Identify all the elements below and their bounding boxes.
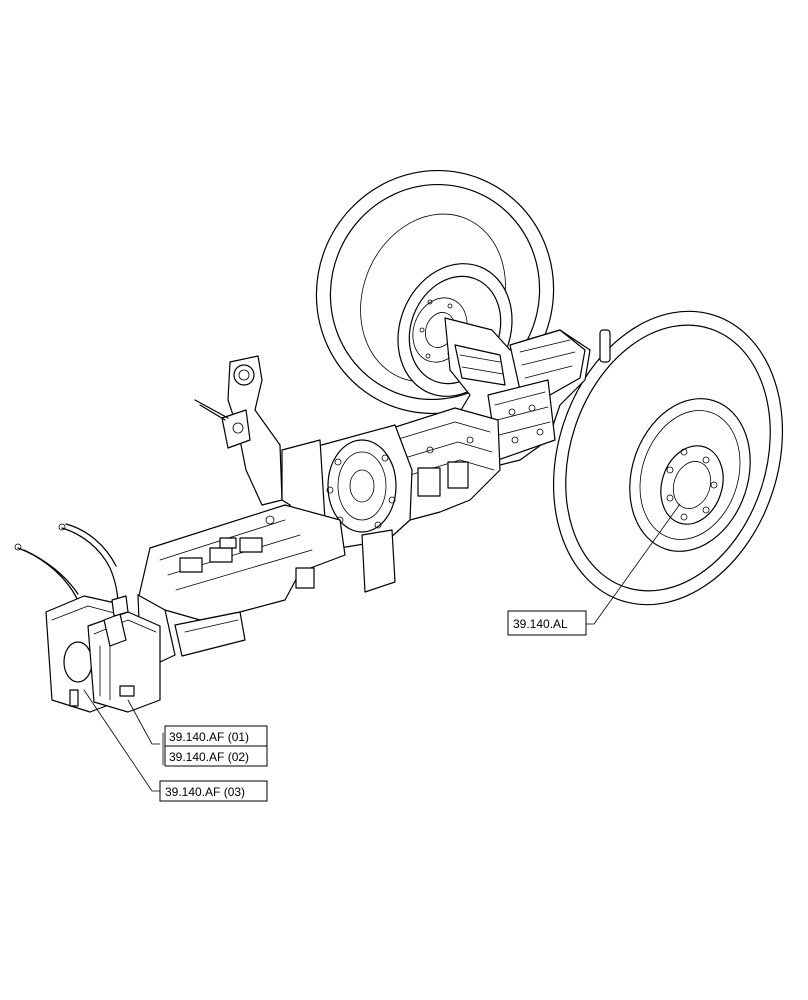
callout-ballast-2[interactable]: 39.140.AF (02) xyxy=(164,745,268,767)
callout-rear-wheel-text: 39.140.AL xyxy=(513,617,568,631)
leader-lines xyxy=(83,503,681,792)
bell-housing xyxy=(317,424,413,593)
rear-axle-housing xyxy=(444,317,611,469)
front-frame xyxy=(137,355,346,663)
front-ballast-weights xyxy=(14,523,161,713)
rear-right-wheel xyxy=(552,310,784,606)
callout-ballast-1[interactable]: 39.140.AF (01) xyxy=(164,725,268,747)
callout-rear-wheel[interactable]: 39.140.AL xyxy=(507,610,587,636)
callout-ballast-2-text: 39.140.AF (02) xyxy=(169,750,249,764)
callout-ballast-1-text: 39.140.AF (01) xyxy=(169,730,249,744)
callout-ballast-3-text: 39.140.AF (03) xyxy=(165,785,245,799)
callout-ballast-3[interactable]: 39.140.AF (03) xyxy=(159,780,268,802)
